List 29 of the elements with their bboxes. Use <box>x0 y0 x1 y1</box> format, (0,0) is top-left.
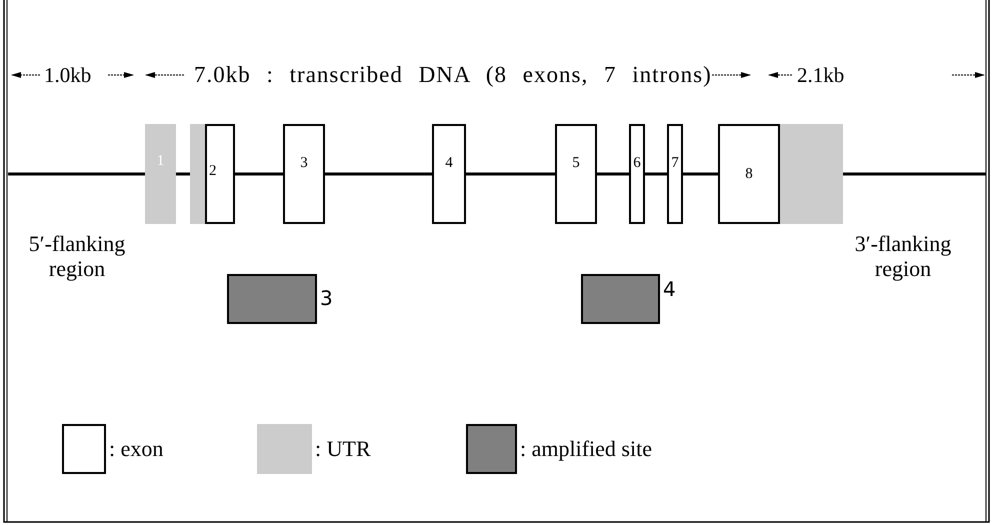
amplified-site-box <box>227 274 317 324</box>
dimension-label: 1.0kb <box>44 64 92 86</box>
exon-box <box>667 124 683 224</box>
legend-label: : amplified site <box>520 438 652 460</box>
site-number: 3 <box>320 287 333 309</box>
utr-box <box>780 124 843 224</box>
exon-number: 6 <box>632 155 642 171</box>
utr-box <box>145 124 176 224</box>
exon-box <box>555 124 597 224</box>
exon-box <box>205 124 235 224</box>
amplified-site-box <box>581 274 660 324</box>
exon-number: 8 <box>744 166 754 182</box>
region-label: 3′-flanking region <box>854 231 952 281</box>
dimension-label: 2.1kb <box>797 64 844 86</box>
legend-label: : exon <box>109 438 164 460</box>
exon-box <box>432 124 466 224</box>
region-label: 5′-flanking region <box>28 231 126 281</box>
exon-box <box>629 124 645 224</box>
utr-box <box>190 124 205 224</box>
legend-label: : UTR <box>315 438 371 460</box>
exon-number: 5 <box>571 155 581 171</box>
exon-box <box>718 124 780 224</box>
exon-number: 2 <box>209 163 218 179</box>
dimension-label: 7.0kb : transcribed DNA (8 exons, 7 introns) <box>194 64 712 86</box>
exon-number: 3 <box>299 155 309 171</box>
site-number: 4 <box>663 278 676 300</box>
exon-number: 4 <box>444 155 454 171</box>
exon-box <box>283 124 325 224</box>
exon-number: 7 <box>670 155 680 171</box>
